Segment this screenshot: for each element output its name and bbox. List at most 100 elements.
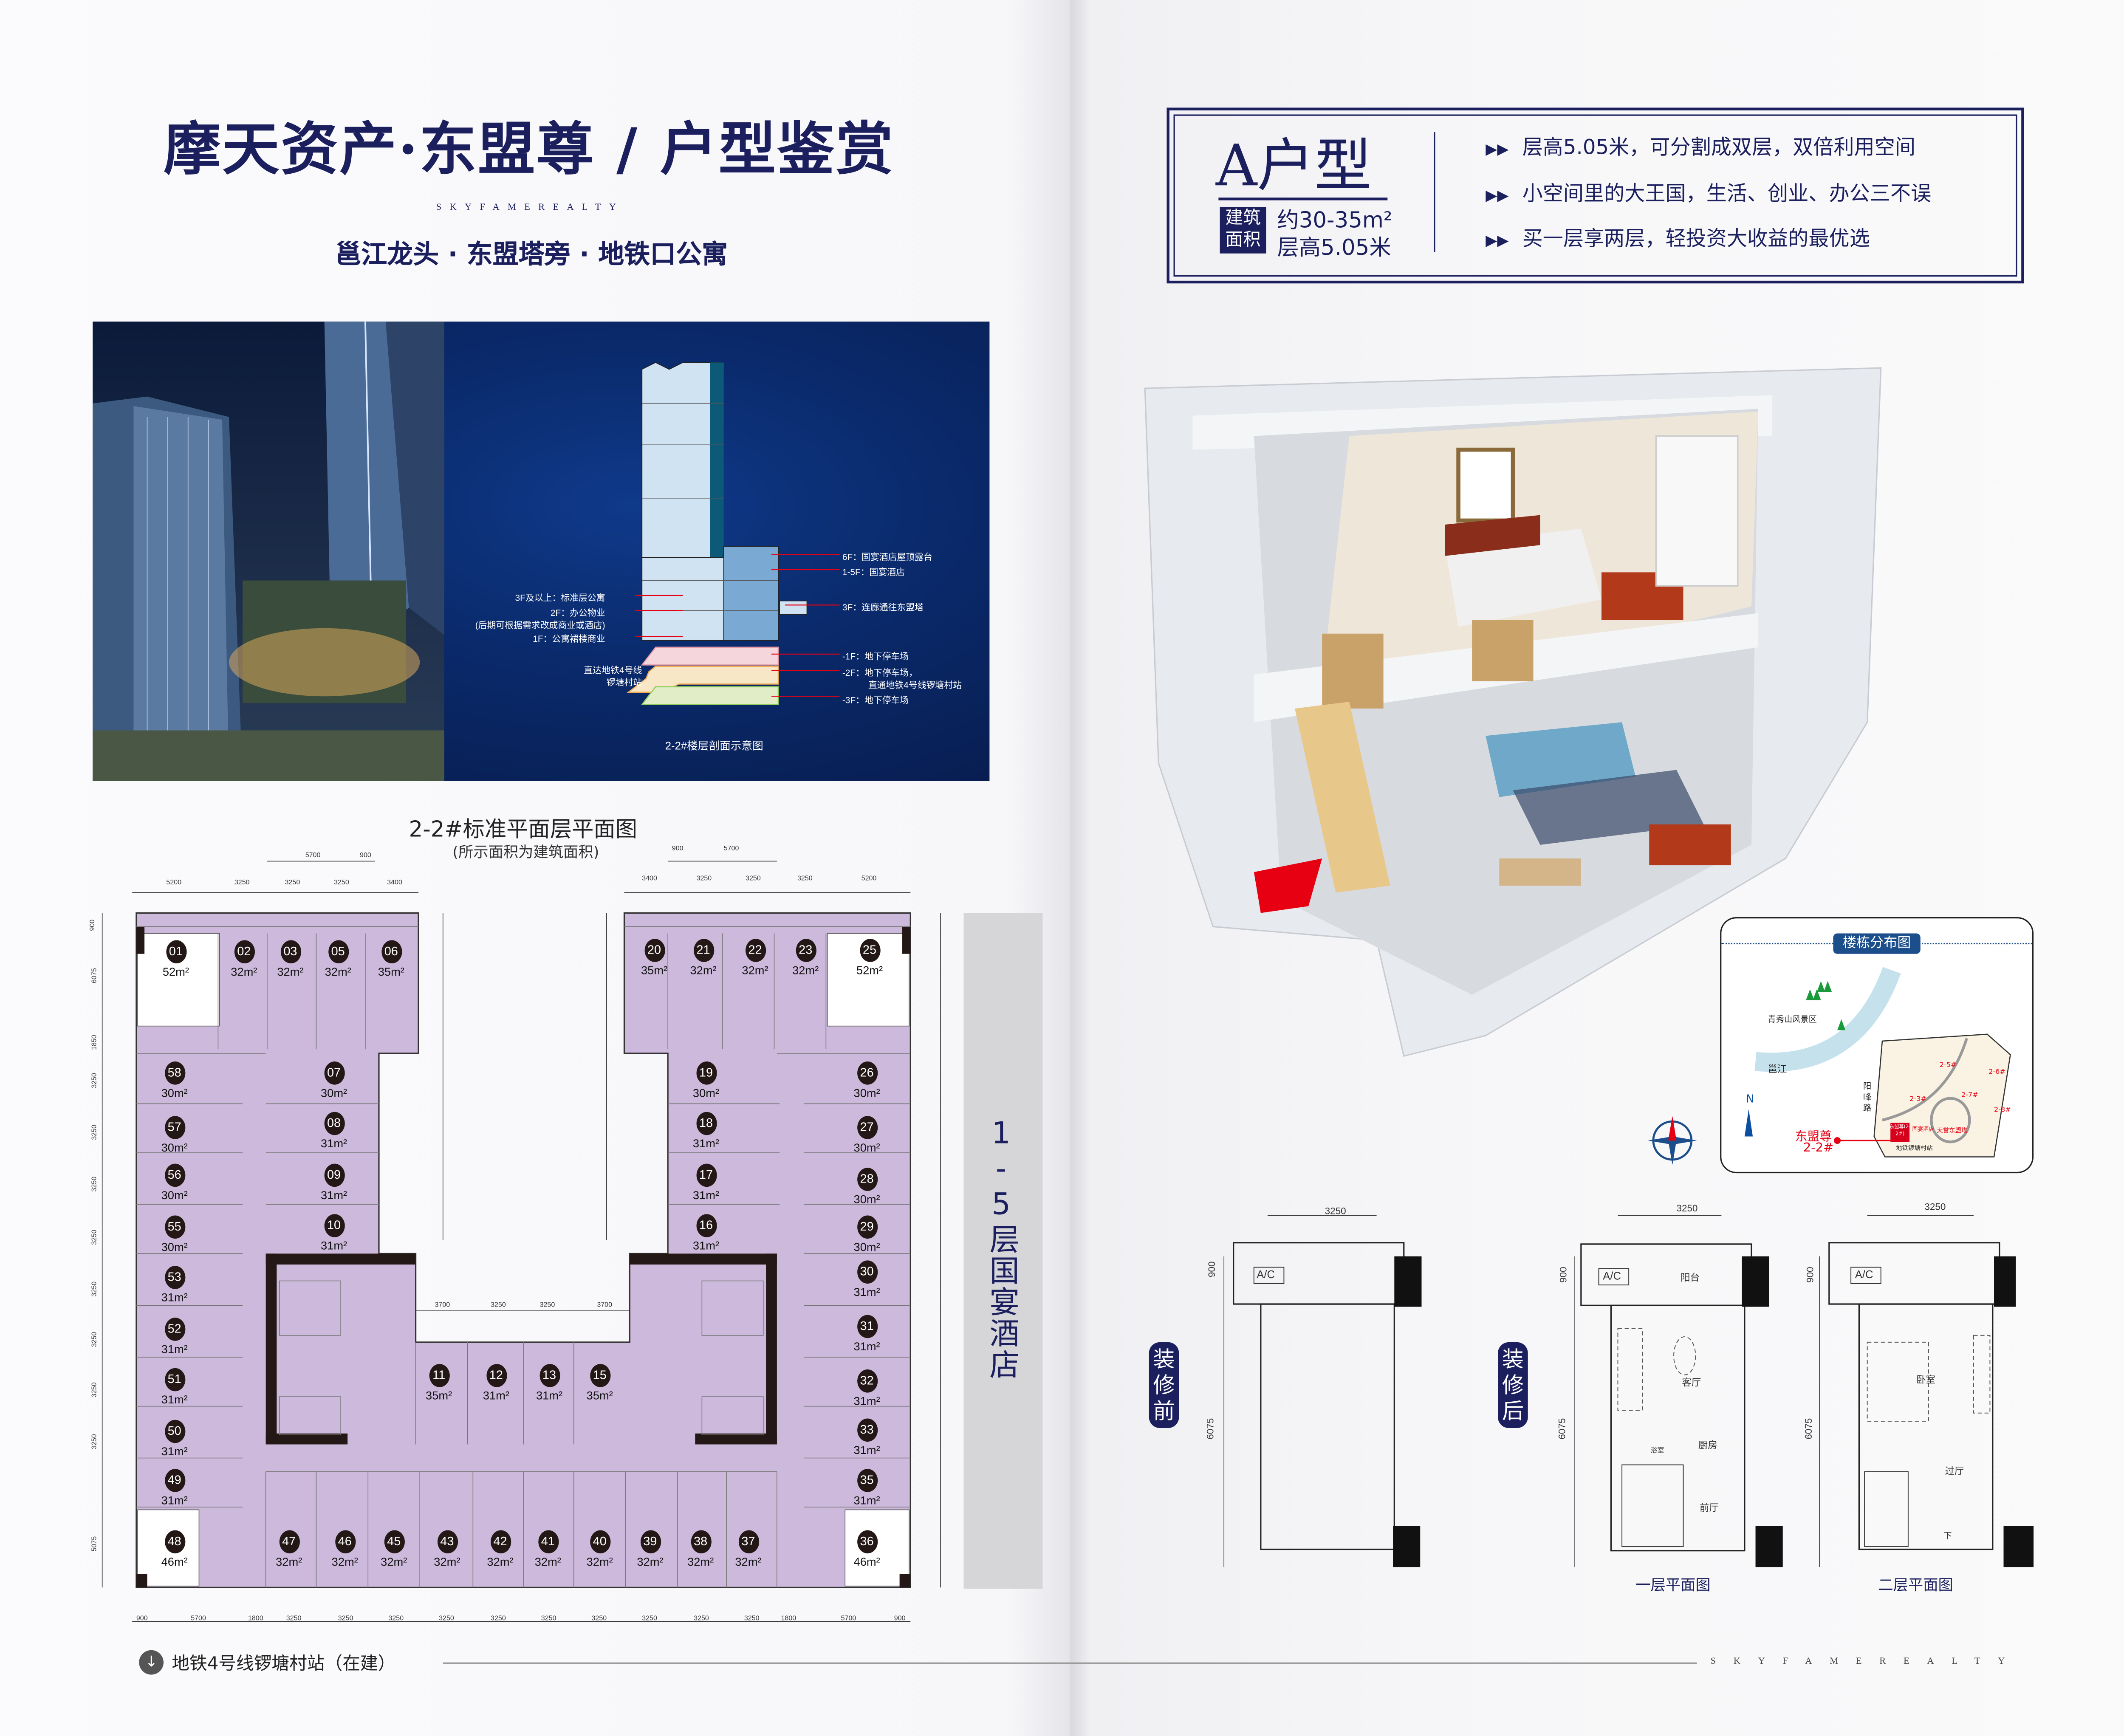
dimension-label: 3250 — [286, 1615, 302, 1623]
unit-number: 40 — [589, 1530, 610, 1554]
unit-number: 19 — [695, 1061, 717, 1085]
f1-width-dim: 3250 — [1676, 1204, 1698, 1214]
unit-number: 21 — [693, 939, 714, 962]
unit-area: 31m² — [853, 1339, 880, 1353]
plan-f1-room — [1610, 1304, 1746, 1552]
unit-area: 46m² — [161, 1555, 188, 1569]
unit-number: 52 — [164, 1318, 185, 1341]
double-arrow-icon: ▶▶ — [1486, 140, 1509, 158]
slab-b3 — [641, 686, 779, 705]
room-living: 客厅 — [1682, 1379, 1701, 1389]
map-building-2-7: 2-7# — [1961, 1091, 1978, 1100]
dimension-label: 5700 — [305, 852, 321, 860]
dimension-label: 900 — [360, 852, 371, 860]
unit-area: 31m² — [161, 1342, 188, 1356]
unit-number: 23 — [795, 939, 816, 962]
unit-number: 42 — [490, 1530, 511, 1554]
map-road: 阳峰路 — [1863, 1082, 1872, 1113]
double-arrow-icon: ▶▶ — [1486, 231, 1509, 250]
unit-area: 32m² — [687, 1555, 714, 1569]
footer-divider — [443, 1662, 1697, 1664]
map-north-label: N — [1746, 1092, 1754, 1105]
unit-area: 31m² — [692, 1136, 720, 1150]
map-building-2-3: 2-3# — [1909, 1095, 1926, 1104]
dimension-label: 3250 — [90, 1281, 99, 1297]
unit-area: 32m² — [325, 965, 351, 979]
unit-number: 33 — [856, 1418, 877, 1442]
unit-area: 35m² — [378, 965, 404, 979]
unit-number: 43 — [437, 1530, 458, 1554]
dimension-label: 5700 — [723, 844, 739, 853]
unit-area: 31m² — [536, 1388, 563, 1403]
dimension-label: 6075 — [90, 968, 99, 983]
after-renovation-badge: 装修后 — [1498, 1342, 1528, 1428]
dimension-label: 5700 — [191, 1615, 206, 1623]
map-building-2-6: 2-6# — [1988, 1068, 2005, 1077]
dimension-label: 1800 — [248, 1615, 263, 1623]
dimension-label: 1800 — [781, 1615, 796, 1623]
unit-number: 11 — [429, 1364, 449, 1387]
dimension-label: 3250 — [797, 875, 813, 883]
dimension-label: 900 — [89, 919, 97, 931]
unit-number: 22 — [745, 939, 765, 962]
dimension-label: 5200 — [861, 875, 877, 883]
down-arrow-icon: ↓ — [139, 1649, 164, 1674]
dimension-label: 3250 — [90, 1073, 99, 1088]
unit-number: 18 — [695, 1112, 717, 1135]
building-photo-and-section-diagram: 6F：国宴酒店屋顶露台 1-5F：国宴酒店 3F：连廊通往东盟塔 -1F：地下停… — [93, 322, 990, 781]
dimension-label: 1850 — [90, 1035, 99, 1050]
map-tower: 天誉东盟塔 — [1937, 1128, 1968, 1135]
unit-number: 57 — [164, 1116, 185, 1139]
unit-number: 01 — [165, 940, 186, 964]
unit-area: 32m² — [742, 963, 768, 977]
unit-number: 29 — [856, 1215, 877, 1239]
unit-area: 31m² — [853, 1443, 880, 1457]
unit-number: 32 — [856, 1369, 877, 1393]
floor-height: 层高5.05米 — [1277, 234, 1391, 260]
dimension-label: 5200 — [166, 879, 182, 887]
unit-plans — [1223, 1215, 2034, 1567]
unit-number: 35 — [856, 1469, 877, 1492]
unit-area: 31m² — [853, 1394, 880, 1408]
brand-wordmark: SKYFAMEREALTY — [436, 201, 624, 213]
feature-text: 小空间里的大王国，生活、创业、办公三不误 — [1522, 181, 1932, 206]
night-building-photo — [93, 322, 444, 781]
section-label-metro: 直达地铁4号线 — [584, 666, 642, 676]
map-place-yongjiang: 邕江 — [1768, 1064, 1787, 1075]
f2-depth-6075: 6075 — [1805, 1418, 1815, 1440]
unit-area: 32m² — [277, 965, 304, 979]
unit-area: 31m² — [321, 1188, 347, 1202]
unit-area: 32m² — [331, 1555, 358, 1569]
section-diagram — [627, 362, 840, 705]
f2-ac-label: A/C — [1855, 1268, 1873, 1281]
unit-area: 30m² — [853, 1140, 880, 1155]
dimension-label: 900 — [136, 1615, 148, 1623]
feature-text: 买一层享两层，轻投资大收益的最优选 — [1522, 226, 1870, 251]
dimension-label: 3700 — [435, 1301, 450, 1310]
section-label-b1: -1F：地下停车场 — [842, 652, 909, 663]
unit-number: 26 — [856, 1061, 877, 1085]
f1-depth-6075: 6075 — [1558, 1418, 1568, 1440]
dimension-label: 900 — [894, 1615, 906, 1623]
unit-area: 30m² — [161, 1240, 188, 1254]
unit-area: 30m² — [853, 1192, 880, 1206]
